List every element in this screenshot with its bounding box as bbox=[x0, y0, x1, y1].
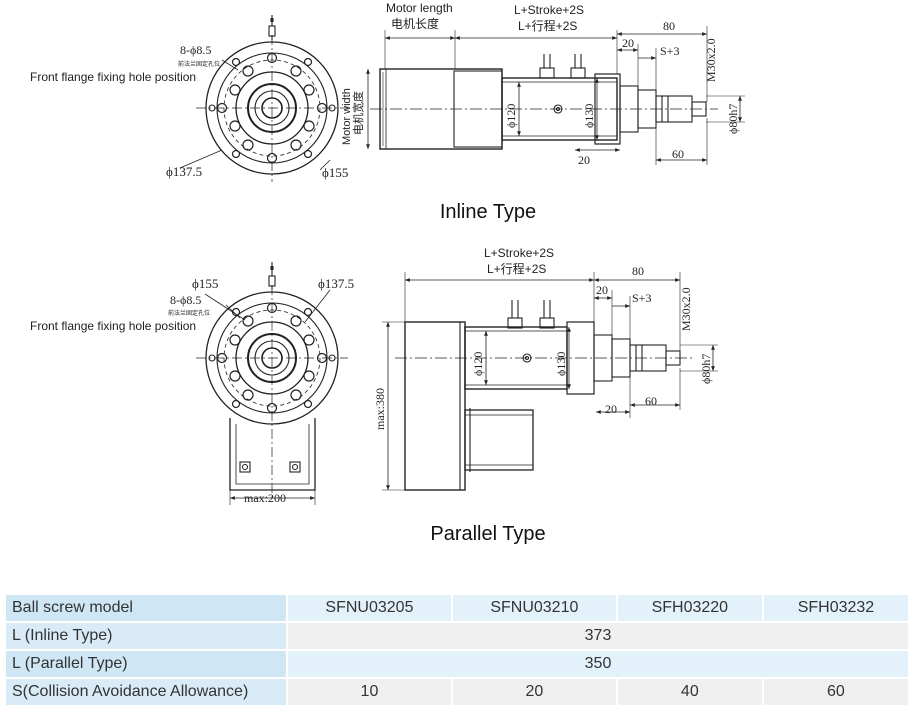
inline-dim-20: 20 bbox=[622, 36, 634, 50]
table-header-col: SFH03220 bbox=[617, 595, 762, 621]
inline-hole-label: 8-ϕ8.5 bbox=[180, 43, 211, 57]
table-header-col: SFNU03210 bbox=[452, 595, 616, 621]
parallel-stroke: L+Stroke+2S bbox=[484, 246, 554, 260]
table-header-col: SFH03232 bbox=[763, 595, 908, 621]
parallel-thread: M30x2.0 bbox=[679, 287, 693, 331]
inline-stroke-cn: L+行程+2S bbox=[518, 18, 577, 33]
row-value: 373 bbox=[288, 623, 908, 649]
parallel-max-200: max:200 bbox=[244, 491, 286, 505]
table-header-row: Ball screw model SFNU03205 SFNU03210 SFH… bbox=[6, 595, 908, 621]
parallel-dim-20b: 20 bbox=[605, 402, 617, 416]
parallel-side-view bbox=[382, 272, 718, 491]
inline-dim-s3: S+3 bbox=[660, 44, 679, 58]
table-row-parallel: L (Parallel Type) 350 bbox=[6, 651, 908, 677]
parallel-dim-80: 80 bbox=[632, 264, 644, 278]
inline-stroke: L+Stroke+2S bbox=[514, 3, 584, 17]
parallel-hole-caption: Front flange fixing hole position bbox=[30, 319, 196, 333]
inline-motor-length: Motor length bbox=[386, 1, 453, 15]
parallel-dia-137: ϕ137.5 bbox=[318, 276, 354, 291]
inline-hole-caption: Front flange fixing hole position bbox=[30, 70, 196, 84]
spec-table: Ball screw model SFNU03205 SFNU03210 SFH… bbox=[4, 593, 910, 707]
inline-dia-120: ϕ120 bbox=[504, 104, 518, 128]
inline-hole-label-cn: 前法兰固定孔位 bbox=[178, 60, 220, 68]
inline-dia-130: ϕ130 bbox=[582, 104, 596, 128]
inline-dim-20b: 20 bbox=[578, 153, 590, 167]
inline-dim-60: 60 bbox=[672, 147, 684, 161]
parallel-dia-130: ϕ130 bbox=[554, 352, 568, 376]
parallel-hole-label: 8-ϕ8.5 bbox=[170, 293, 201, 307]
row-label: L (Inline Type) bbox=[6, 623, 286, 649]
parallel-max-380: max:380 bbox=[373, 388, 387, 430]
table-header-col: SFNU03205 bbox=[288, 595, 451, 621]
inline-dia-137: ϕ137.5 bbox=[166, 164, 202, 179]
row-value: 350 bbox=[288, 651, 908, 677]
table-header-model: Ball screw model bbox=[6, 595, 286, 621]
technical-drawing: 8-ϕ8.5 前法兰固定孔位 Front flange fixing hole … bbox=[30, 1, 745, 545]
row-value: 60 bbox=[763, 679, 908, 705]
parallel-dim-60: 60 bbox=[645, 394, 657, 408]
table-row-inline: L (Inline Type) 373 bbox=[6, 623, 908, 649]
inline-thread: M30x2.0 bbox=[704, 38, 718, 82]
inline-side-view bbox=[366, 26, 745, 165]
inline-flange-view bbox=[179, 15, 348, 182]
row-value: 10 bbox=[288, 679, 451, 705]
table-row-s: S(Collision Avoidance Allowance) 10 20 4… bbox=[6, 679, 908, 705]
row-label: S(Collision Avoidance Allowance) bbox=[6, 679, 286, 705]
inline-dia-80h7: ϕ80h7 bbox=[726, 104, 740, 134]
parallel-stroke-cn: L+行程+2S bbox=[487, 261, 546, 276]
parallel-dim-s3: S+3 bbox=[632, 291, 651, 305]
row-value: 40 bbox=[617, 679, 762, 705]
parallel-hole-label-cn: 前法兰固定孔位 bbox=[168, 309, 210, 317]
inline-motor-width-cn: 电机宽度 bbox=[351, 91, 365, 135]
row-value: 20 bbox=[452, 679, 616, 705]
parallel-dia-80h7: ϕ80h7 bbox=[699, 354, 713, 384]
inline-motor-length-cn: 电机长度 bbox=[391, 16, 439, 31]
inline-dim-80: 80 bbox=[663, 19, 675, 33]
parallel-dia-155: ϕ155 bbox=[192, 276, 218, 291]
row-label: L (Parallel Type) bbox=[6, 651, 286, 677]
parallel-title: Parallel Type bbox=[430, 523, 545, 545]
inline-title: Inline Type bbox=[440, 201, 536, 223]
parallel-dia-120: ϕ120 bbox=[471, 352, 485, 376]
parallel-dim-20: 20 bbox=[596, 283, 608, 297]
inline-dia-155: ϕ155 bbox=[322, 165, 348, 180]
inline-motor-width: Motor width bbox=[341, 88, 353, 145]
parallel-flange-view bbox=[196, 262, 348, 505]
